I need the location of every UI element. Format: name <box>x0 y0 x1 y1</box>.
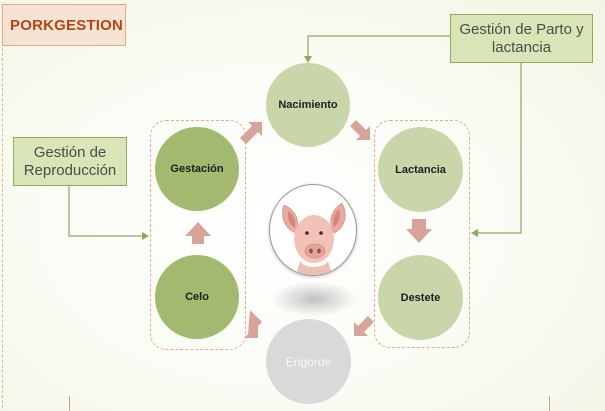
stage-destete-label: Destete <box>400 291 441 304</box>
stage-lactancia[interactable]: Lactancia <box>378 127 463 212</box>
bottom-tick-right <box>549 396 550 411</box>
stage-gestacion-label: Gestación <box>170 163 224 175</box>
arrow-celo-gestacion <box>185 222 211 244</box>
arrow-nacimiento-lactancia <box>350 120 370 140</box>
stage-destete[interactable]: Destete <box>378 255 463 340</box>
arrow-engorde-celo <box>244 310 262 338</box>
bottom-tick-left <box>69 396 70 411</box>
stage-celo-label: Celo <box>185 291 209 303</box>
label-reproduccion: Gestión de Reproducción <box>13 137 127 186</box>
arrow-lactancia-destete <box>406 219 432 243</box>
stage-engorde-label: Engorde <box>285 354 332 369</box>
connector-parto-right <box>476 63 522 234</box>
stage-engorde[interactable]: Engorde <box>266 319 351 404</box>
connector-arrowhead-right <box>471 229 478 237</box>
connector-arrowhead-top <box>304 56 312 63</box>
stage-celo[interactable]: Celo <box>155 255 239 339</box>
page-title: PORKGESTION <box>2 4 126 46</box>
stage-gestacion[interactable]: Gestación <box>155 127 239 211</box>
pig-shadow <box>272 282 356 316</box>
arrow-gestacion-nacimiento <box>240 122 262 144</box>
stage-nacimiento[interactable]: Nacimiento <box>266 63 350 147</box>
connector-parto-top <box>307 35 450 58</box>
connector-reproduccion <box>68 186 144 237</box>
arrow-destete-engorde <box>354 316 374 336</box>
lactation-group-frame <box>374 120 470 348</box>
pig-image <box>269 184 357 276</box>
pig-face-icon <box>282 202 346 275</box>
stage-lactancia-label: Lactancia <box>395 163 446 176</box>
left-edge-line <box>2 48 3 408</box>
label-parto-lactancia: Gestión de Parto y lactancia <box>450 14 593 63</box>
reproduction-group-frame <box>150 120 246 350</box>
connector-arrowhead-left <box>142 232 149 240</box>
stage-nacimiento-label: Nacimiento <box>278 99 338 111</box>
flow-arrows <box>185 120 432 338</box>
